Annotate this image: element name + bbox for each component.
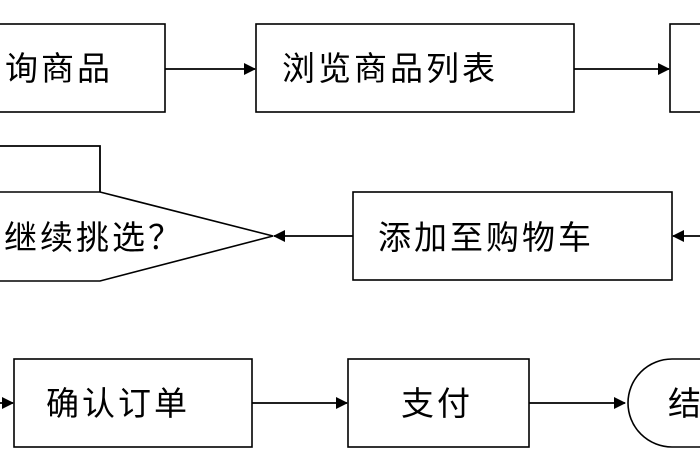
node-offscreen-right bbox=[669, 23, 700, 113]
node-add-to-cart-label: 添加至购物车 bbox=[378, 218, 594, 257]
node-browse-product-list: 浏览商品列表 bbox=[255, 23, 575, 113]
node-end-label: 结 bbox=[668, 384, 700, 423]
node-query-products-label: 询商品 bbox=[5, 49, 113, 88]
node-pay-label: 支付 bbox=[401, 384, 473, 423]
node-query-products: 询商品 bbox=[0, 23, 166, 113]
node-end-terminator: 结 bbox=[627, 358, 700, 448]
node-add-to-cart: 添加至购物车 bbox=[352, 191, 673, 281]
loop-back-line bbox=[0, 145, 101, 192]
node-pay: 支付 bbox=[347, 358, 530, 448]
node-continue-selecting-label: 继续挑选？ bbox=[4, 218, 184, 257]
node-browse-product-list-label: 浏览商品列表 bbox=[282, 49, 498, 88]
node-confirm-order: 确认订单 bbox=[13, 358, 253, 448]
node-continue-selecting-decision: 继续挑选？ bbox=[0, 191, 274, 282]
node-confirm-order-label: 确认订单 bbox=[46, 384, 190, 423]
